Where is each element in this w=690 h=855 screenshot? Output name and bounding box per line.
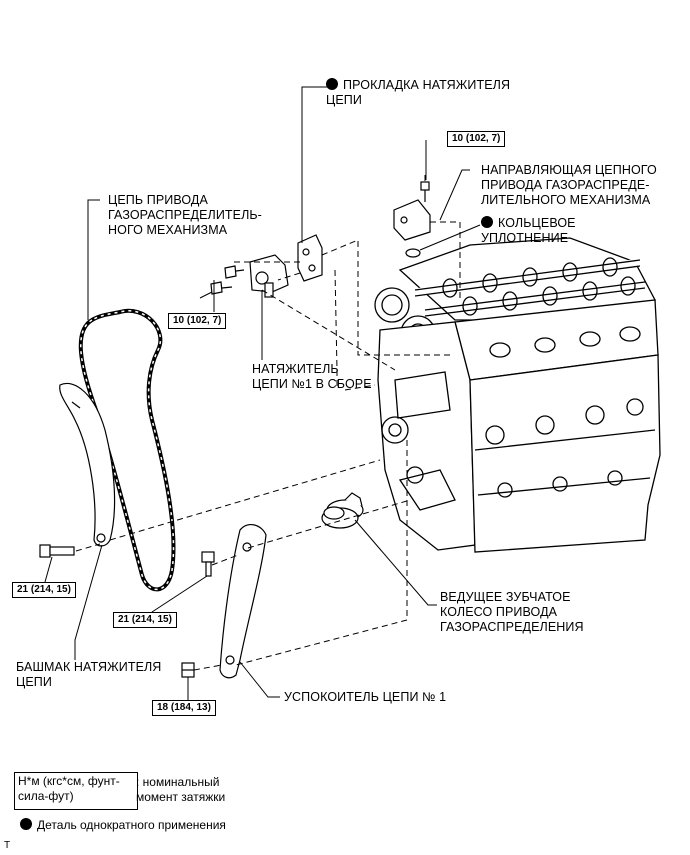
slipper-bolt bbox=[39, 544, 75, 558]
torque-leaders bbox=[44, 280, 215, 700]
damper-bolt bbox=[201, 551, 215, 577]
tensioner-slipper bbox=[59, 382, 116, 547]
label-tensioner: НАТЯЖИТЕЛЬ ЦЕПИ №1 В СБОРЕ bbox=[252, 362, 372, 391]
label-slipper: БАШМАК НАТЯЖИТЕЛЯ ЦЕПИ bbox=[16, 660, 162, 689]
torque-tensioner-bolts: 10 (102, 7) bbox=[168, 313, 227, 329]
legend-single-use: Деталь однократного применения bbox=[20, 818, 226, 833]
label-guide: НАПРАВЛЯЮЩАЯ ЦЕПНОГО ПРИВОДА ГАЗОРАСПРЕД… bbox=[481, 163, 657, 207]
crankshaft-sprocket bbox=[321, 492, 364, 529]
torque-damper-nut: 18 (184, 13) bbox=[152, 700, 216, 716]
torque-slipper-bolt: 21 (214, 15) bbox=[12, 582, 76, 598]
corner-mark: T bbox=[4, 840, 11, 851]
single-use-dot-icon bbox=[326, 78, 338, 90]
chain-damper bbox=[219, 523, 267, 679]
legend-torque-box: Н*м (кгс*см, фунт- сила-фут) bbox=[14, 772, 138, 810]
label-chain: ЦЕПЬ ПРИВОДА ГАЗОРАСПРЕДЕЛИТЕЛЬ- НОГО МЕ… bbox=[108, 193, 262, 237]
chain-tensioner bbox=[210, 254, 289, 298]
label-sprocket: ВЕДУЩЕЕ ЗУБЧАТОЕ КОЛЕСО ПРИВОДА ГАЗОРАСП… bbox=[440, 590, 584, 634]
single-use-dot-icon bbox=[481, 216, 493, 228]
label-damper: УСПОКОИТЕЛЬ ЦЕПИ № 1 bbox=[284, 690, 447, 704]
chain-guide bbox=[393, 181, 431, 241]
legend-torque-desc: : номинальный момент затяжки bbox=[136, 775, 226, 804]
tensioner-gasket bbox=[297, 234, 323, 282]
label-oring: КОЛЬЦЕВОЕ УПЛОТНЕНИЕ bbox=[481, 216, 576, 245]
single-use-dot-icon bbox=[20, 818, 32, 830]
damper-nut bbox=[181, 662, 195, 678]
torque-damper-bolt: 21 (214, 15) bbox=[113, 612, 177, 628]
torque-guide-bolt: 10 (102, 7) bbox=[447, 131, 506, 147]
alignment-lines bbox=[75, 175, 461, 671]
label-gasket: ПРОКЛАДКА НАТЯЖИТЕЛЯ ЦЕПИ bbox=[326, 78, 511, 107]
o-ring bbox=[405, 248, 421, 258]
leader-lines bbox=[74, 86, 481, 698]
engine-block bbox=[374, 237, 661, 553]
